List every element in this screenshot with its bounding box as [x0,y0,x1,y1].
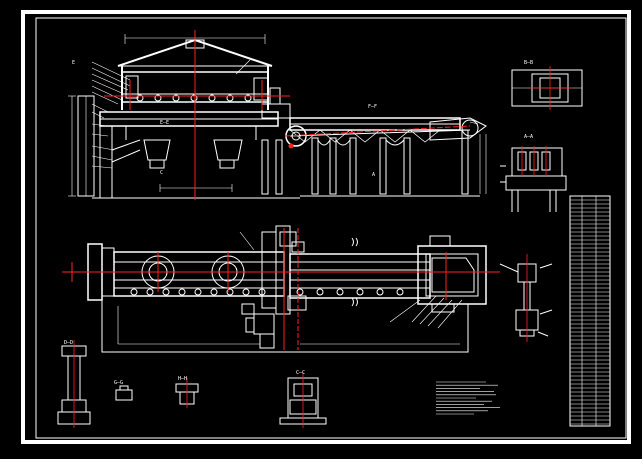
title-block-rows [570,199,610,425]
technical-notes [436,381,500,415]
label-section-d-d: D—D [64,340,73,346]
detail-b-b-centerlines [530,66,572,110]
side-view-a-a-centerlines [521,146,547,176]
leader-lines-elevation [91,59,479,169]
leader-lines-plan [239,231,463,329]
label-section-a-a: A—A [524,134,533,140]
label-ref-c: C [160,170,163,176]
centerlines-plan [62,228,500,350]
label-section-f-f: F—F [368,104,377,110]
plan-rollers [130,288,404,296]
plan-view [87,225,487,353]
section-g-g [115,385,133,401]
view-labels: B—B A—A D—D G—G H—H C—C C E—E F—F A E [64,60,533,386]
support-columns [261,129,469,195]
label-section-b-b: B—B [524,60,533,66]
centerlines-elevation [104,30,471,200]
label-section-h-h: H—H [178,376,187,382]
label-ref-e: E [72,60,75,66]
label-section-g-g: G—G [114,380,123,386]
drawing-frame [21,10,631,444]
label-section-e-e: E—E [160,120,169,126]
title-block [569,195,611,427]
label-section-c-c: C—C [296,370,305,376]
label-ref-a: A [372,172,375,178]
